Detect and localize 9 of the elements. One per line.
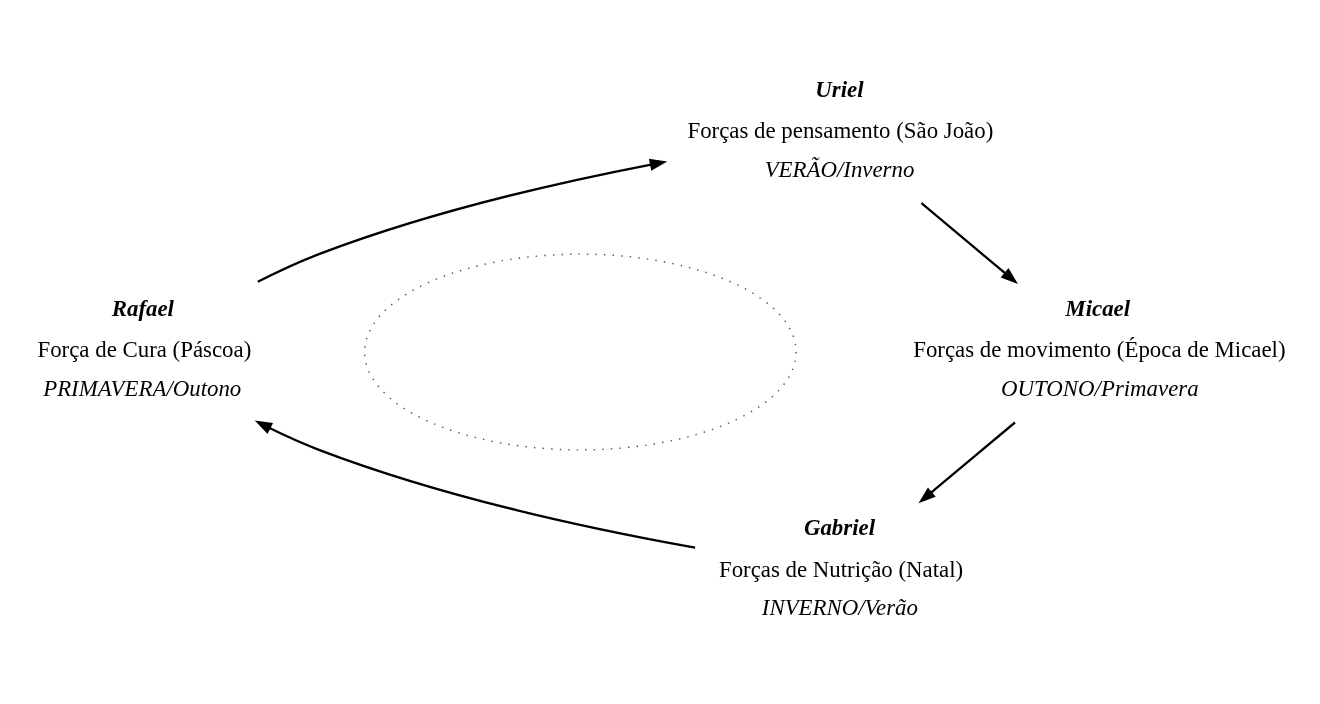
node-text: Gabriel Forças de Nutrição (Natal) INVERNO/Verão: [718, 515, 964, 621]
node-text: Uriel Forças de pensamento (São João) VERÃO/Inverno: [687, 76, 994, 182]
arrow: [918, 421, 1016, 504]
arrow: [254, 420, 696, 549]
node-text: Rafael Força de Cura (Páscoa) PRIMAVERA/Outono: [37, 296, 252, 401]
node-text: Micael Forças de movimento (Época de Micael) OUTONO/Primavera: [913, 296, 1286, 401]
arrow: [920, 202, 1018, 284]
arrow: [257, 158, 668, 283]
node-ellipse: [363, 253, 797, 451]
